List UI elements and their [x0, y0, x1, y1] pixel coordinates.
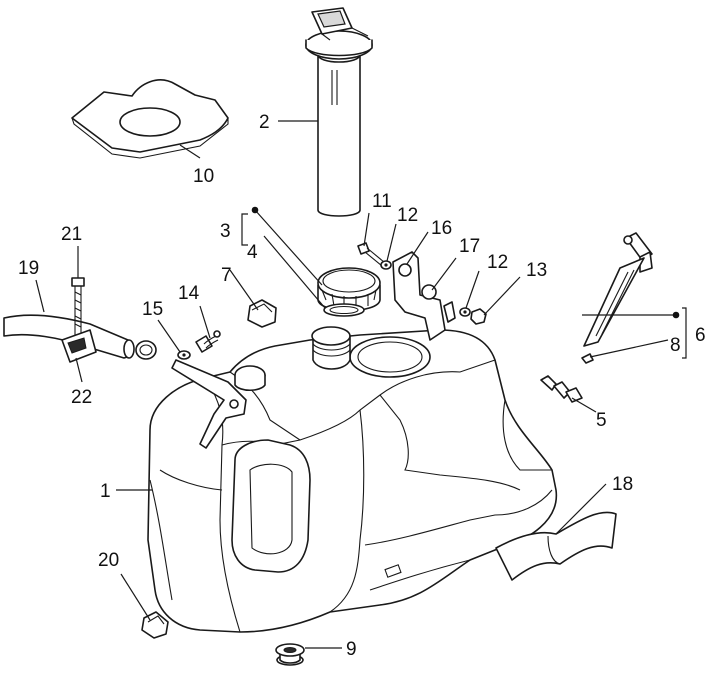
callout-7: 7 [221, 265, 232, 286]
vent-hose [3, 314, 135, 359]
callout-12a: 12 [397, 205, 418, 226]
pump-gasket-plate [71, 79, 229, 159]
callout-2: 2 [259, 112, 270, 133]
filler-cap [317, 267, 381, 317]
level-sensor [581, 232, 653, 364]
hose-bracket-22 [61, 329, 97, 363]
callout-3: 3 [220, 221, 231, 242]
heat-shield [495, 511, 617, 581]
callout-9: 9 [346, 639, 357, 660]
clip-20 [141, 611, 169, 639]
callout-labels: 1 2 3 4 5 6 7 8 9 10 11 12 12 13 14 15 1… [18, 112, 706, 660]
callout-13: 13 [526, 260, 547, 281]
vent-fitting [540, 375, 583, 403]
callout-4: 4 [247, 242, 258, 263]
callout-10: 10 [193, 166, 214, 187]
callout-17: 17 [459, 236, 480, 257]
grommet-9 [275, 643, 305, 666]
mounting-bracket [392, 251, 456, 341]
callout-16: 16 [431, 218, 452, 239]
callout-5: 5 [596, 410, 607, 431]
fuel-pump-tube [305, 7, 373, 217]
washer-12a [380, 260, 392, 270]
callout-14: 14 [178, 283, 200, 304]
fuel-tank [147, 326, 558, 633]
callout-6: 6 [695, 325, 706, 346]
callout-12b: 12 [487, 252, 508, 273]
washer-12b [459, 307, 471, 317]
callout-22: 22 [71, 387, 92, 408]
leader-lines [35, 120, 687, 649]
hose-ring-clamp [135, 340, 157, 360]
bolt-11 [357, 242, 385, 267]
callout-21: 21 [61, 224, 82, 245]
callout-11: 11 [372, 191, 392, 212]
callout-20: 20 [98, 550, 119, 571]
tank-strap [171, 359, 247, 449]
hose-bolt-21 [71, 277, 85, 336]
strap-bolt-14 [195, 330, 221, 353]
callout-1: 1 [100, 481, 111, 502]
callout-15: 15 [142, 299, 163, 320]
clip-7 [247, 299, 277, 328]
callout-8: 8 [670, 335, 681, 356]
callout-18: 18 [612, 474, 633, 495]
nut-13 [470, 308, 487, 325]
callout-19: 19 [18, 258, 39, 279]
washer-15 [177, 350, 191, 360]
